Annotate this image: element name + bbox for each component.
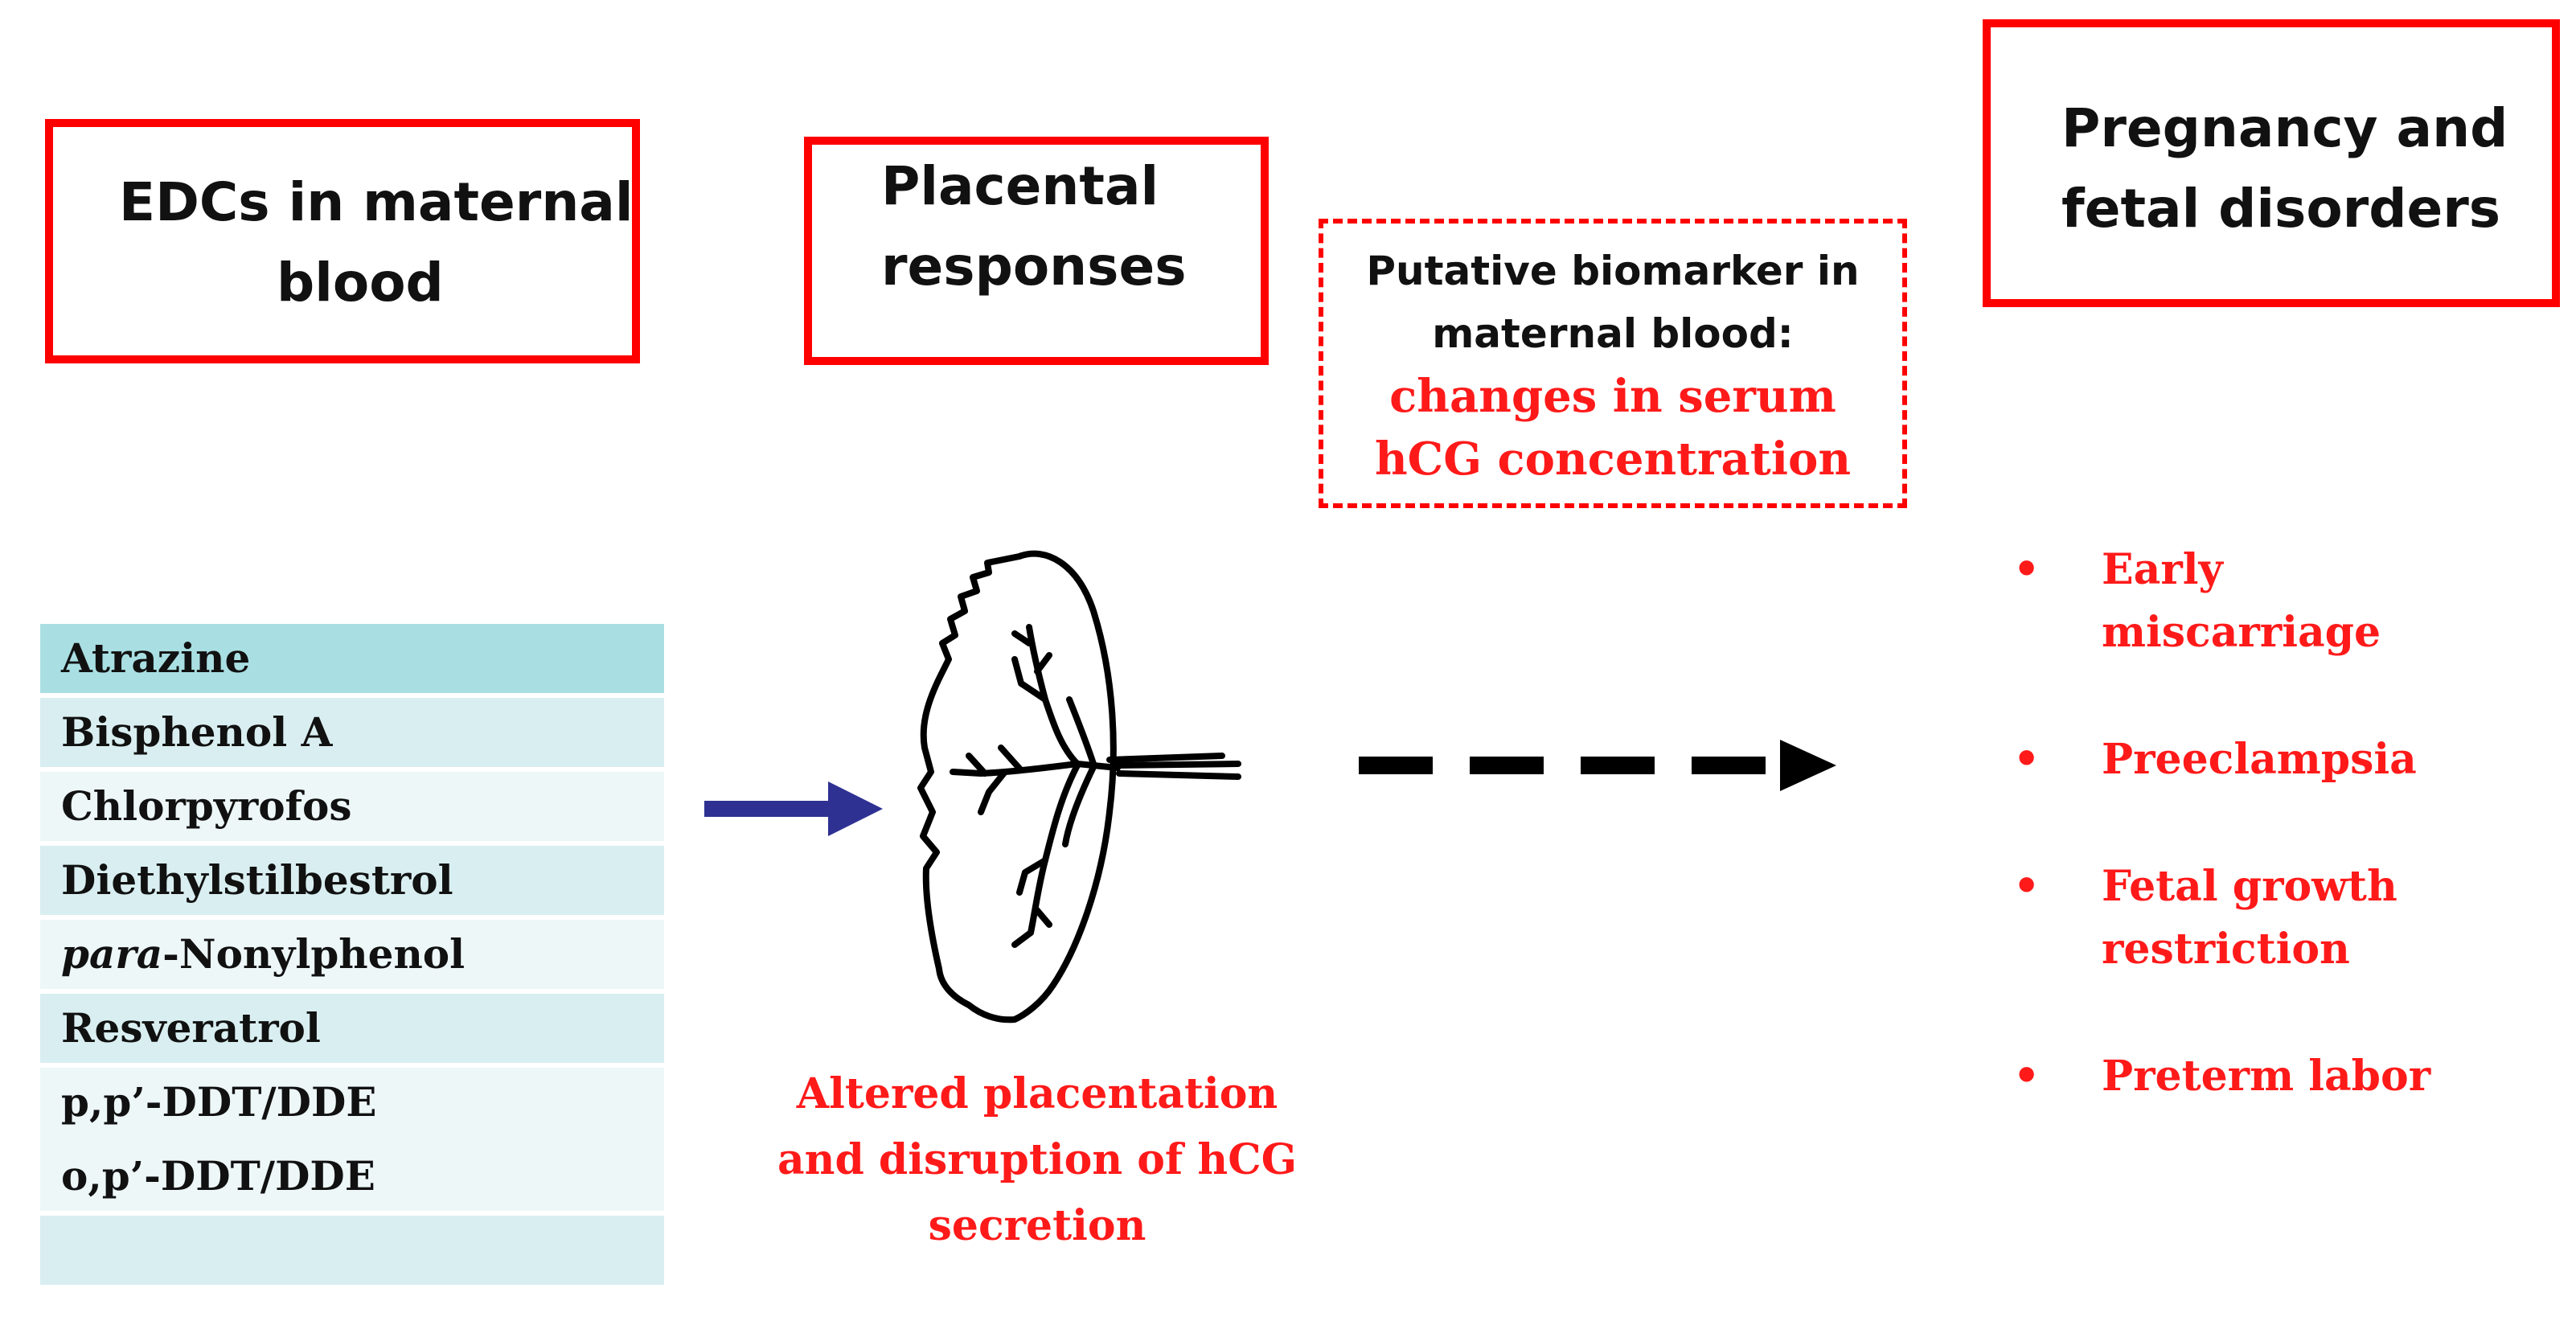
list-item-line1: Early [2102, 545, 2223, 594]
list-item: • Preterm labor [2002, 1045, 2565, 1108]
placental-box: Placental responses [804, 137, 1269, 365]
edc-box-title: EDCs in maternal blood [53, 162, 634, 323]
placental-box-title: Placental responses [812, 146, 1261, 307]
table-cell: Chlorpyrofos [61, 782, 352, 830]
placental-effect-line3: secretion [928, 1201, 1146, 1250]
placental-effect-line2: and disruption of hCG [777, 1135, 1298, 1184]
biomarker-line2: maternal blood: [1432, 310, 1794, 357]
table-row: Bisphenol A [40, 698, 664, 767]
edc-box-line2: blood [277, 252, 444, 314]
edc-box-line1: EDCs in maternal [119, 171, 634, 233]
dashed-arrow-icon [1359, 740, 1836, 791]
placenta-icon [917, 550, 1241, 1023]
table-cell: Resveratrol [61, 1004, 321, 1052]
table-row [40, 1216, 664, 1285]
table-cell: Bisphenol A [61, 708, 333, 756]
bullet-icon: • [2013, 545, 2041, 594]
pregnancy-box-line1: Pregnancy and [2061, 97, 2508, 159]
placental-effect-line1: Altered placentation [796, 1069, 1278, 1118]
biomarker-line1: Putative biomarker in [1366, 248, 1860, 294]
table-cell: p,p’-DDT/DDE [61, 1078, 377, 1126]
bullet-icon: • [2013, 735, 2041, 784]
placental-box-line1: Placental [881, 155, 1159, 217]
table-row: o,p’-DDT/DDE [40, 1142, 664, 1211]
table-cell-italic: para [61, 930, 163, 978]
table-cell: o,p’-DDT/DDE [61, 1152, 375, 1200]
table-cell: -Nonylphenol [162, 930, 466, 978]
table-row: Resveratrol [40, 994, 664, 1063]
table-row: Chlorpyrofos [40, 772, 664, 841]
list-item-line1: Preeclampsia [2102, 735, 2417, 784]
pregnancy-box-title: Pregnancy and fetal disorders [1991, 88, 2552, 249]
list-item: • Fetal growth restriction [2002, 855, 2565, 981]
list-item: • Early miscarriage [2002, 539, 2565, 664]
list-item-line2: restriction [2102, 925, 2350, 974]
table-row: p,p’-DDT/DDE [40, 1068, 664, 1142]
bullet-icon: • [2013, 862, 2041, 911]
biomarker-line4: hCG concentration [1374, 433, 1852, 486]
list-item-line2: miscarriage [2102, 608, 2381, 657]
list-item: • Preeclampsia [2002, 728, 2565, 791]
table-row: para-Nonylphenol [40, 920, 664, 989]
table-row: Diethylstilbestrol [40, 846, 664, 915]
edc-box: EDCs in maternal blood [45, 119, 640, 363]
input-arrow-icon [704, 781, 883, 836]
list-item-line1: Preterm labor [2102, 1052, 2431, 1101]
biomarker-box: Putative biomarker in maternal blood: ch… [1319, 219, 1907, 508]
bullet-icon: • [2013, 1052, 2041, 1101]
placental-box-line2: responses [881, 236, 1187, 297]
edc-table: Atrazine Bisphenol A Chlorpyrofos Diethy… [40, 624, 664, 1290]
pregnancy-box: Pregnancy and fetal disorders [1983, 19, 2560, 307]
biomarker-line3: changes in serum [1389, 370, 1836, 423]
table-header: Atrazine [40, 624, 664, 693]
placental-effect-text: Altered placentation and disruption of h… [748, 1061, 1327, 1259]
list-item-line1: Fetal growth [2102, 862, 2398, 911]
disorders-list: • Early miscarriage • Preeclampsia • Fet… [2002, 539, 2565, 1172]
table-cell: Diethylstilbestrol [61, 856, 453, 904]
pregnancy-box-line2: fetal disorders [2061, 178, 2501, 240]
